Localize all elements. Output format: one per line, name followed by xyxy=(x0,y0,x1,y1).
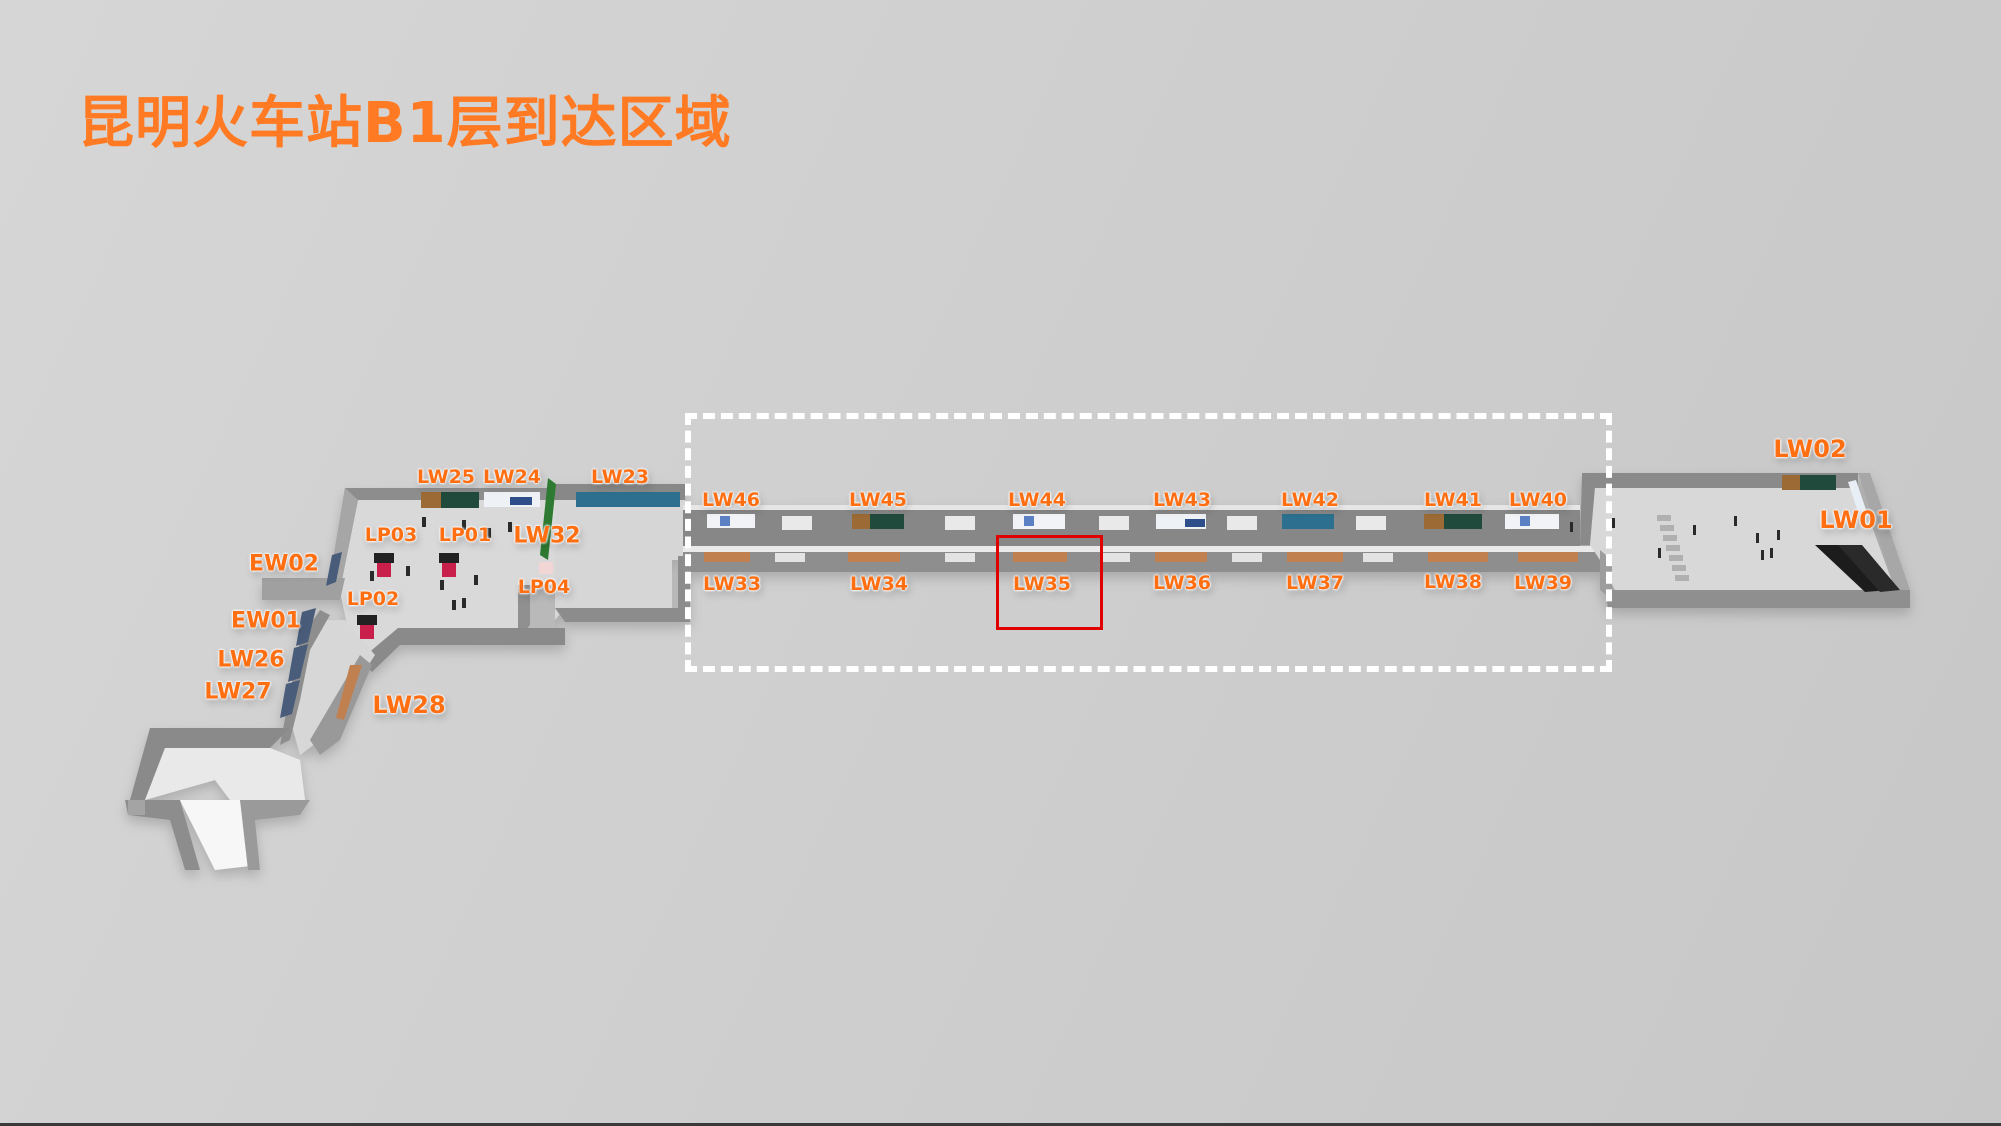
label-lw43[interactable]: LW43 xyxy=(1152,489,1212,511)
label-lw36[interactable]: LW36 xyxy=(1152,572,1212,594)
label-lw33[interactable]: LW33 xyxy=(702,573,762,595)
label-lw40[interactable]: LW40 xyxy=(1508,489,1568,511)
label-lw28[interactable]: LW28 xyxy=(372,691,446,719)
corridor-bottom-cap xyxy=(683,546,1600,552)
bottom-border xyxy=(0,1123,2001,1126)
page-title: 昆明火车站B1层到达区域 xyxy=(78,91,732,156)
right-room-floor xyxy=(1590,488,1895,590)
people xyxy=(370,516,1780,610)
kiosk-lp04 xyxy=(539,562,553,574)
label-lw37[interactable]: LW37 xyxy=(1285,572,1345,594)
label-lw42[interactable]: LW42 xyxy=(1280,489,1340,511)
corridor-top-cap xyxy=(683,505,1580,510)
label-lw44[interactable]: LW44 xyxy=(1007,489,1067,511)
label-lw38[interactable]: LW38 xyxy=(1423,571,1483,593)
label-lp02[interactable]: LP02 xyxy=(346,588,400,610)
stair-hall-wall xyxy=(130,728,290,800)
escalator xyxy=(1838,545,1900,592)
lw23-vestibule-floor xyxy=(555,500,685,620)
label-lw02[interactable]: LW02 xyxy=(1773,435,1847,463)
label-lw25[interactable]: LW25 xyxy=(416,466,476,488)
label-lw46[interactable]: LW46 xyxy=(701,489,761,511)
corridor-top-ads xyxy=(707,514,1559,530)
corridor-bottom-lightboxes xyxy=(704,552,1578,562)
label-lw23[interactable]: LW23 xyxy=(590,466,650,488)
label-lw32[interactable]: LW32 xyxy=(513,523,581,549)
label-lp03[interactable]: LP03 xyxy=(364,524,418,546)
selected-spot-lw35[interactable] xyxy=(996,535,1103,630)
label-lw41[interactable]: LW41 xyxy=(1423,489,1483,511)
lw28-panel xyxy=(336,665,362,720)
kiosk-lp02 xyxy=(357,615,377,639)
label-lw24[interactable]: LW24 xyxy=(482,466,542,488)
focus-region-dashed xyxy=(685,413,1612,672)
label-lw27[interactable]: LW27 xyxy=(204,679,272,705)
corridor-top-wall xyxy=(683,508,1580,552)
label-lw45[interactable]: LW45 xyxy=(848,489,908,511)
label-lw34[interactable]: LW34 xyxy=(849,573,909,595)
stair-hall-floor xyxy=(145,748,305,800)
label-lp01[interactable]: LP01 xyxy=(438,524,492,546)
left-hall-floor xyxy=(340,500,555,655)
label-lp04[interactable]: LP04 xyxy=(517,576,571,598)
kiosk-lp01 xyxy=(439,553,459,577)
label-lw01[interactable]: LW01 xyxy=(1819,506,1893,534)
label-ew02[interactable]: EW02 xyxy=(249,551,319,577)
label-lw35[interactable]: LW35 xyxy=(1012,573,1072,595)
stair-well xyxy=(180,800,250,870)
kiosk-lp03 xyxy=(374,553,394,577)
label-lw39[interactable]: LW39 xyxy=(1513,572,1573,594)
label-lw26[interactable]: LW26 xyxy=(217,647,285,673)
label-ew01[interactable]: EW01 xyxy=(231,608,301,634)
